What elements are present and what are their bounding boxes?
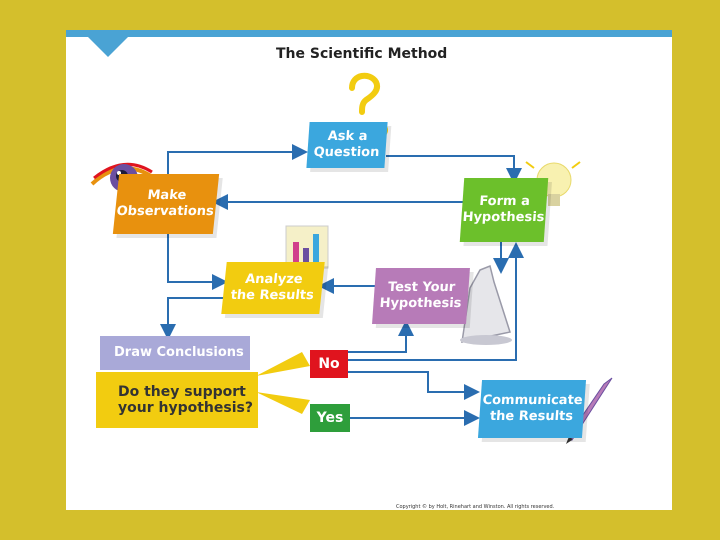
connectors-layer [66, 30, 672, 510]
answer-yes-label: Yes [317, 410, 344, 426]
step-analyze-results-line1: Analyze [244, 272, 303, 288]
step-test-hypothesis-line2: Hypothesis [379, 296, 462, 312]
step-analyze-results: Analyze the Results [221, 262, 324, 314]
step-make-observations-line2: Observations [116, 204, 215, 220]
step-communicate-results: Communicate the Results [478, 380, 586, 438]
step-make-observations-line1: Make [147, 188, 188, 204]
arrow-no-to-test [348, 324, 406, 352]
answer-yes: Yes [310, 404, 350, 432]
pointer-to-yes [256, 392, 310, 414]
step-support-question-line1: Do they support [118, 384, 246, 400]
step-test-hypothesis-line1: Test Your [387, 280, 455, 296]
step-form-hypothesis-line1: Form a [479, 194, 531, 210]
slide: The Scientific Method [66, 30, 672, 510]
step-support-question: Do they support your hypothesis? [96, 372, 258, 428]
step-ask-question: Ask a Question [306, 122, 387, 168]
step-make-observations: Make Observations [113, 174, 219, 234]
arrow-analyze-to-conclude [168, 298, 224, 336]
step-form-hypothesis: Form a Hypothesis [460, 178, 548, 242]
step-communicate-results-line1: Communicate [482, 393, 583, 409]
arrow-observe-to-analyze [168, 228, 224, 282]
step-draw-conclusions: Draw Conclusions [100, 336, 250, 370]
pointer-to-no [256, 352, 310, 376]
arrow-no-to-communicate [348, 372, 476, 392]
step-analyze-results-line2: the Results [230, 288, 315, 304]
step-ask-question-line1: Ask a [327, 129, 368, 145]
step-draw-conclusions-label: Draw Conclusions [114, 345, 244, 361]
answer-no: No [310, 350, 348, 378]
copyright-notice: Copyright © by Holt, Rinehart and Winsto… [396, 504, 554, 510]
step-support-question-line2: your hypothesis? [118, 400, 253, 416]
arrow-ask-to-hypothesis [386, 156, 514, 180]
answer-no-label: No [318, 356, 339, 372]
step-test-hypothesis: Test Your Hypothesis [372, 268, 470, 324]
step-form-hypothesis-line2: Hypothesis [462, 210, 545, 226]
step-ask-question-line2: Question [313, 145, 380, 161]
step-communicate-results-line2: the Results [489, 409, 573, 425]
